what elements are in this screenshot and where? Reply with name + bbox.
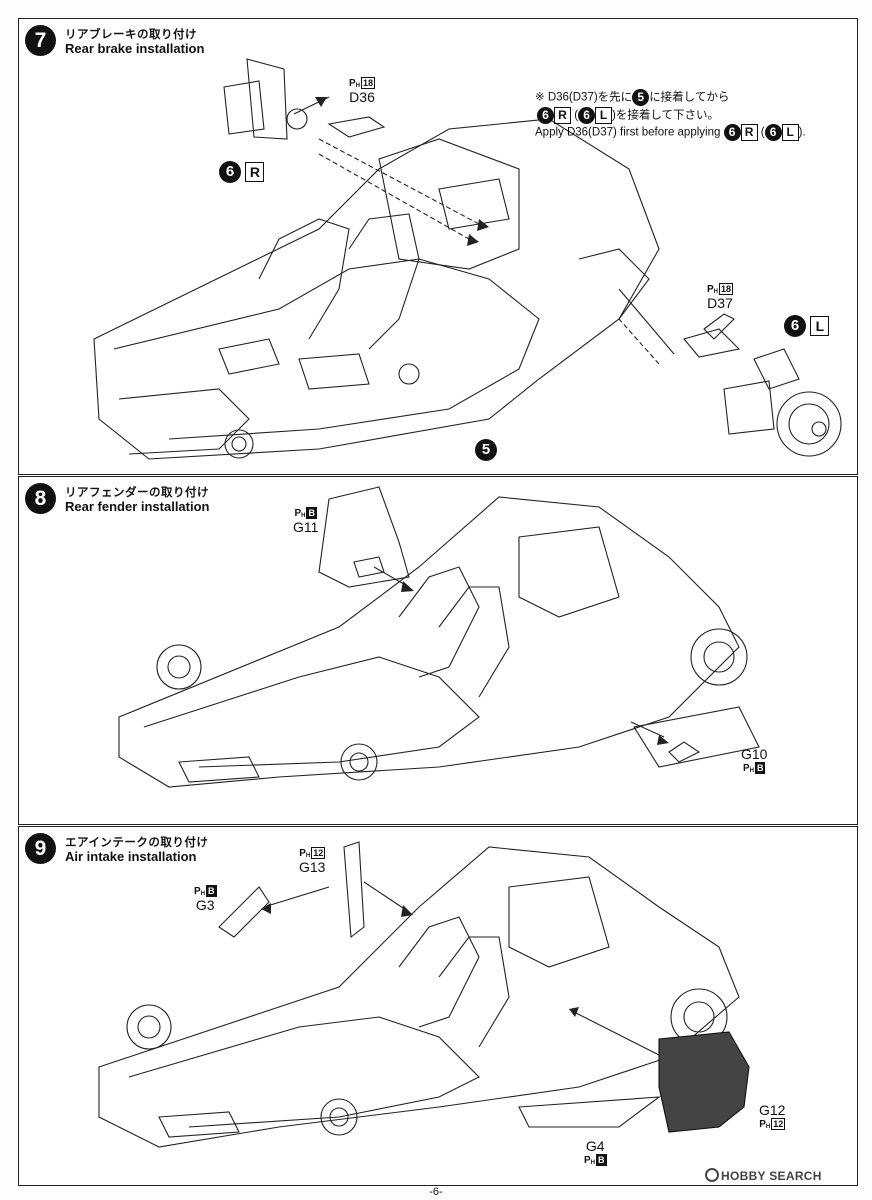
step-title-english: Air intake installation [65, 849, 197, 864]
part-code: G11 [293, 518, 319, 535]
part-code: G12 [759, 1102, 786, 1118]
step-title-english: Rear fender installation [65, 499, 210, 514]
watermark: HOBBY SEARCH [705, 1168, 822, 1183]
step-title-english: Rear brake installation [65, 41, 205, 56]
rear-brake-assembly-drawing [93, 58, 842, 460]
part-code: D37 [707, 294, 733, 311]
watermark-logo-icon [705, 1168, 719, 1182]
step-9-panel: 9 エアインテークの取り付け Air intake installation [18, 826, 858, 1186]
rear-fender-assembly-drawing [118, 486, 760, 788]
air-intake-assembly-drawing [98, 841, 750, 1148]
part-code: D36 [349, 88, 375, 105]
ref-6r-right-brake: 6 R [219, 161, 265, 183]
part-code: G10 [741, 746, 768, 762]
step-number: 9 [25, 833, 56, 864]
step-title-japanese: リアブレーキの取り付け [65, 29, 197, 41]
step-8-panel: 8 リアフェンダーの取り付け Rear fender installation [18, 476, 858, 825]
part-code: G4 [585, 1138, 605, 1154]
step-7-panel: 7 リアブレーキの取り付け Rear brake installation [18, 18, 858, 475]
part-code: G13 [299, 858, 326, 875]
ref-5-chassis: 5 [475, 439, 497, 461]
step-title-japanese: エアインテークの取り付け [65, 837, 209, 849]
page-number: -6- [429, 1186, 443, 1198]
step-number: 8 [25, 483, 56, 514]
part-code: G3 [195, 896, 215, 913]
step-title-japanese: リアフェンダーの取り付け [65, 487, 209, 499]
step-number: 7 [25, 25, 56, 56]
ref-6l-left-brake: 6 L [784, 315, 830, 337]
